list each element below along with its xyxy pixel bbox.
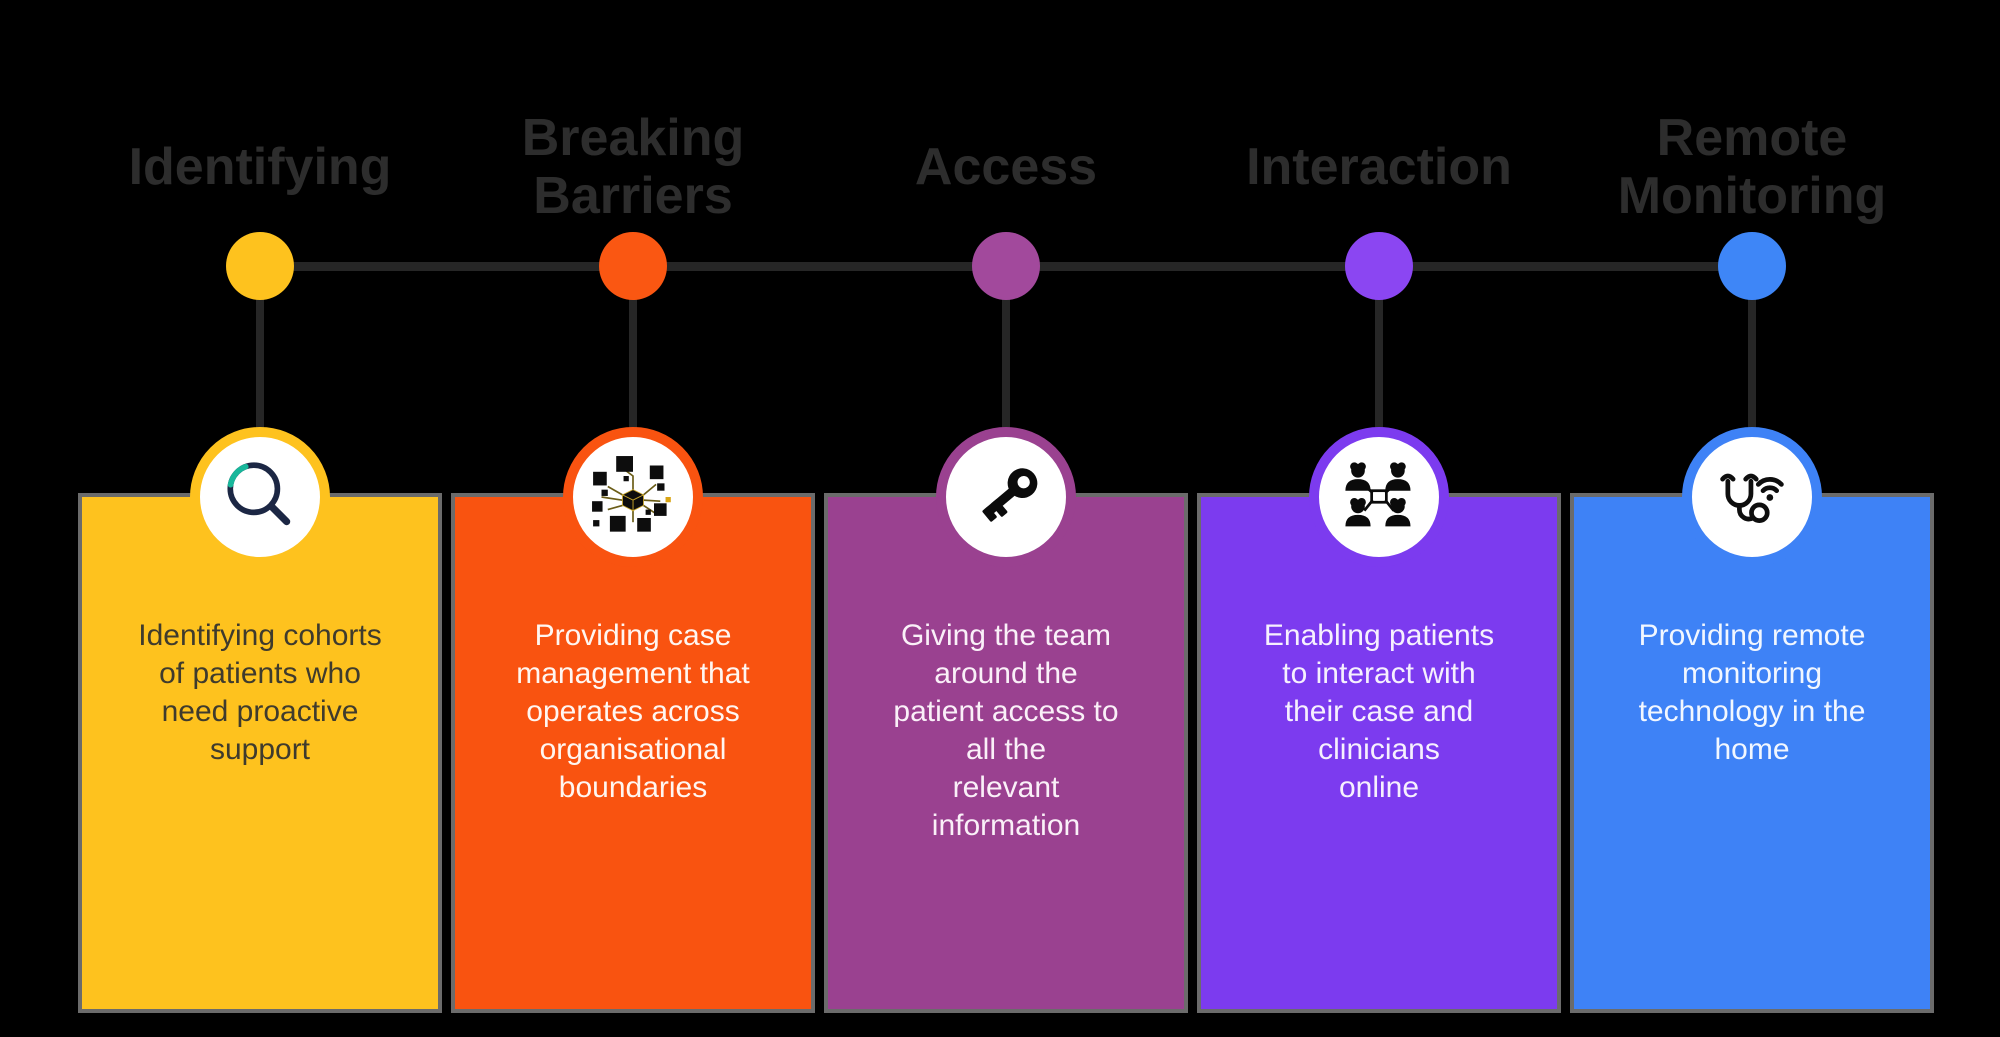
connector-line xyxy=(629,298,637,430)
icon-circle xyxy=(563,427,703,567)
connector-line xyxy=(1002,298,1010,430)
search-icon xyxy=(227,462,291,526)
connector-line xyxy=(1375,298,1383,430)
timeline-dot xyxy=(1718,232,1786,300)
step-card: Providing case management that operates … xyxy=(455,497,811,1009)
step-description: Enabling patients to interact with their… xyxy=(1263,619,1495,804)
step-title: Interaction xyxy=(1246,138,1512,196)
step-description: Identifying cohorts of patients who need… xyxy=(138,619,382,766)
connector-line xyxy=(1748,298,1756,430)
step-column-identifying: Identifying Identifying cohorts of patie… xyxy=(82,0,438,1037)
step-description: Providing remote monitoring technology i… xyxy=(1638,619,1866,766)
timeline-dot xyxy=(599,232,667,300)
timeline-dot xyxy=(972,232,1040,300)
icon-circle xyxy=(936,427,1076,567)
key-icon xyxy=(982,468,1038,522)
icon-circle xyxy=(190,427,330,567)
step-column-breaking-barriers: Breaking Barriers Providing case managem… xyxy=(455,0,811,1037)
step-title: Breaking Barriers xyxy=(521,109,745,225)
step-column-remote-monitoring: Remote Monitoring Providing remote monit… xyxy=(1574,0,1930,1037)
people-network-icon xyxy=(1345,462,1411,527)
step-card: Enabling patients to interact with their… xyxy=(1201,497,1557,1009)
step-card: Providing remote monitoring technology i… xyxy=(1574,497,1930,1009)
step-title: Remote Monitoring xyxy=(1617,109,1887,225)
step-description: Giving the team around the patient acces… xyxy=(893,619,1119,842)
step-description: Providing case management that operates … xyxy=(516,619,750,804)
step-column-access: Access Giving the team around the patien… xyxy=(828,0,1184,1037)
step-card: Giving the team around the patient acces… xyxy=(828,497,1184,1009)
stethoscope-wifi-icon xyxy=(1720,473,1784,523)
step-title: Access xyxy=(914,138,1098,196)
timeline-dot xyxy=(226,232,294,300)
step-title: Identifying xyxy=(128,138,392,196)
timeline-dot xyxy=(1345,232,1413,300)
icon-circle xyxy=(1309,427,1449,567)
step-card: Identifying cohorts of patients who need… xyxy=(82,497,438,1009)
blockchain-network-icon xyxy=(592,456,671,532)
step-column-interaction: Interaction Enabling patients to interac… xyxy=(1201,0,1557,1037)
icon-circle xyxy=(1682,427,1822,567)
connector-line xyxy=(256,298,264,430)
